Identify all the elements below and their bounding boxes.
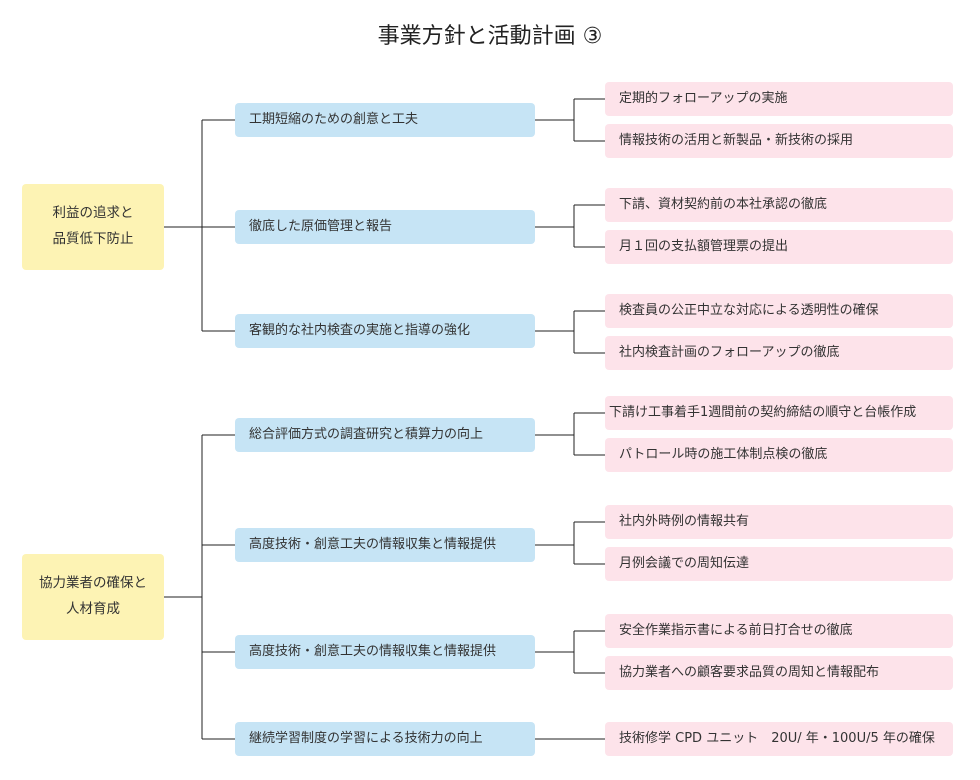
- connector-line: [535, 521, 605, 565]
- connector-line: [164, 434, 235, 740]
- policy-box: 工期短縮のための創意と工夫: [235, 103, 535, 137]
- connector-line: [164, 119, 235, 332]
- action-box: 下請、資材契約前の本社承認の徹底: [605, 188, 953, 222]
- policy-box: 高度技術・創意工夫の情報収集と情報提供: [235, 635, 535, 669]
- root-label-line: 利益の追求と: [52, 205, 134, 222]
- action-box: 協力業者への顧客要求品質の周知と情報配布: [605, 656, 953, 690]
- action-box: 社内検査計画のフォローアップの徹底: [605, 336, 953, 370]
- connector-line: [535, 310, 605, 354]
- connector-line: [535, 98, 605, 142]
- action-box: 定期的フォローアップの実施: [605, 82, 953, 116]
- policy-box: 総合評価方式の調査研究と積算力の向上: [235, 418, 535, 452]
- root-box-profit: 利益の追求と 品質低下防止: [22, 184, 164, 270]
- action-box: 下請け工事着手1週間前の契約締結の順守と台帳作成: [605, 396, 953, 430]
- policy-box: 客観的な社内検査の実施と指導の強化: [235, 314, 535, 348]
- root-label-line: 協力業者の確保と: [39, 575, 147, 592]
- action-box: 技術修学 CPD ユニット 20U/ 年・100U/5 年の確保: [605, 722, 953, 756]
- action-box: 安全作業指示書による前日打合せの徹底: [605, 614, 953, 648]
- action-box: 社内外時例の情報共有: [605, 505, 953, 539]
- connector-line: [535, 412, 605, 456]
- root-label-line: 品質低下防止: [52, 231, 134, 247]
- diagram-title: 事業方針と活動計画 ③: [377, 24, 603, 49]
- action-box: 情報技術の活用と新製品・新技術の採用: [605, 124, 953, 158]
- policy-box: 高度技術・創意工夫の情報収集と情報提供: [235, 528, 535, 562]
- policy-box: 継続学習制度の学習による技術力の向上: [235, 722, 535, 756]
- action-box: パトロール時の施工体制点検の徹底: [605, 438, 953, 472]
- connector-line: [535, 630, 605, 674]
- connector-line: [535, 204, 605, 248]
- action-box: 月例会議での周知伝達: [605, 547, 953, 581]
- root-box-partners: 協力業者の確保と 人材育成: [22, 554, 164, 640]
- action-box: 月１回の支払額管理票の提出: [605, 230, 953, 264]
- action-box: 検査員の公正中立な対応による透明性の確保: [605, 294, 953, 328]
- root-label-line: 人材育成: [66, 601, 120, 617]
- policy-box: 徹底した原価管理と報告: [235, 210, 535, 244]
